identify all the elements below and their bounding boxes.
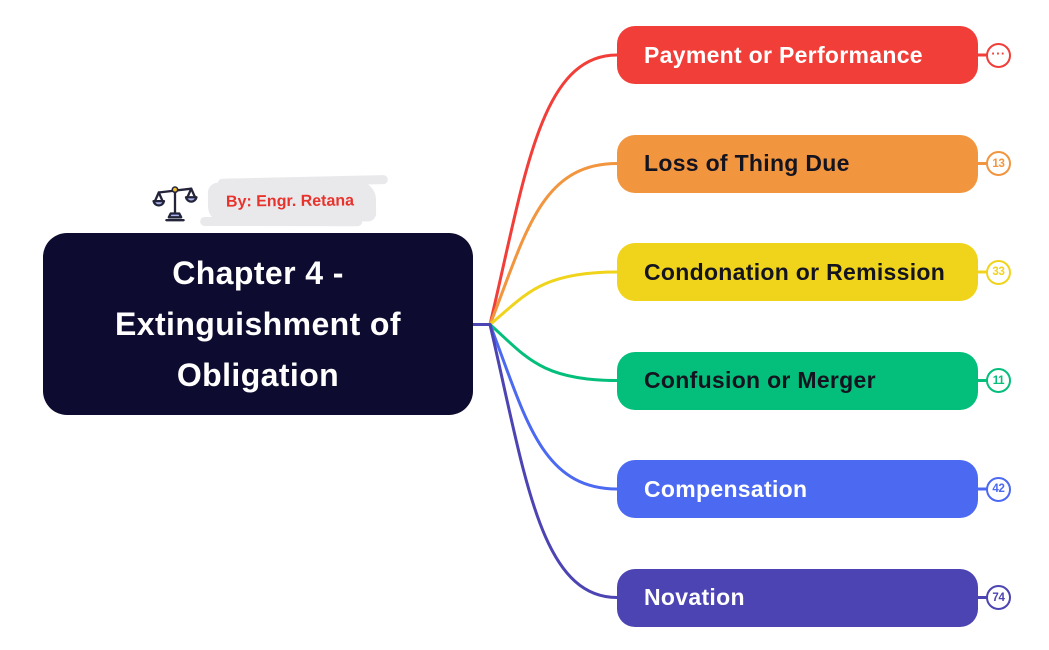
author-text: By: Engr. Retana: [225, 192, 355, 211]
author-highlight: By: Engr. Retana: [207, 181, 377, 223]
topic-label: Payment or Performance: [644, 41, 923, 68]
root-node[interactable]: Chapter 4 - Extinguishment of Obligation: [43, 233, 473, 415]
count-badge[interactable]: ···: [986, 42, 1011, 68]
topic-node[interactable]: Payment or Performance: [617, 26, 978, 84]
topic-label: Compensation: [644, 475, 808, 502]
topic-node[interactable]: Condonation or Remission: [617, 243, 978, 301]
count-badge-value: 33: [992, 266, 1005, 278]
topic-label: Condonation or Remission: [644, 258, 946, 285]
count-badge-value: 11: [992, 374, 1005, 387]
connector-line: [488, 270, 619, 326]
topic-label: Confusion or Merger: [644, 367, 876, 393]
topic-node[interactable]: Novation: [617, 568, 978, 627]
connector-line: [488, 323, 619, 491]
root-title-line: Obligation: [176, 356, 340, 393]
balance-scale-icon: [152, 186, 198, 222]
connector-line: [488, 162, 619, 326]
count-badge[interactable]: 42: [986, 476, 1011, 502]
connector-line: [488, 53, 619, 326]
root-title-line: Chapter 4 -: [172, 254, 344, 291]
connector-line: [488, 323, 619, 599]
count-badge[interactable]: 74: [986, 585, 1011, 610]
root-title-line: Extinguishment of: [115, 305, 401, 342]
count-badge-value: ···: [991, 46, 1006, 61]
topic-node[interactable]: Confusion or Merger: [617, 351, 978, 410]
topic-node[interactable]: Loss of Thing Due: [617, 134, 978, 193]
count-badge-value: 42: [992, 483, 1005, 495]
count-badge[interactable]: 11: [986, 368, 1011, 393]
topic-label: Novation: [644, 584, 745, 610]
connector-line: [488, 323, 619, 382]
count-badge[interactable]: 13: [986, 151, 1011, 176]
count-badge[interactable]: 33: [986, 259, 1011, 285]
topic-node[interactable]: Compensation: [617, 460, 978, 518]
author-label: By: Engr. Retana: [152, 178, 377, 226]
count-badge-value: 13: [992, 157, 1005, 170]
count-badge-value: 74: [992, 591, 1005, 604]
topic-label: Loss of Thing Due: [644, 150, 850, 176]
